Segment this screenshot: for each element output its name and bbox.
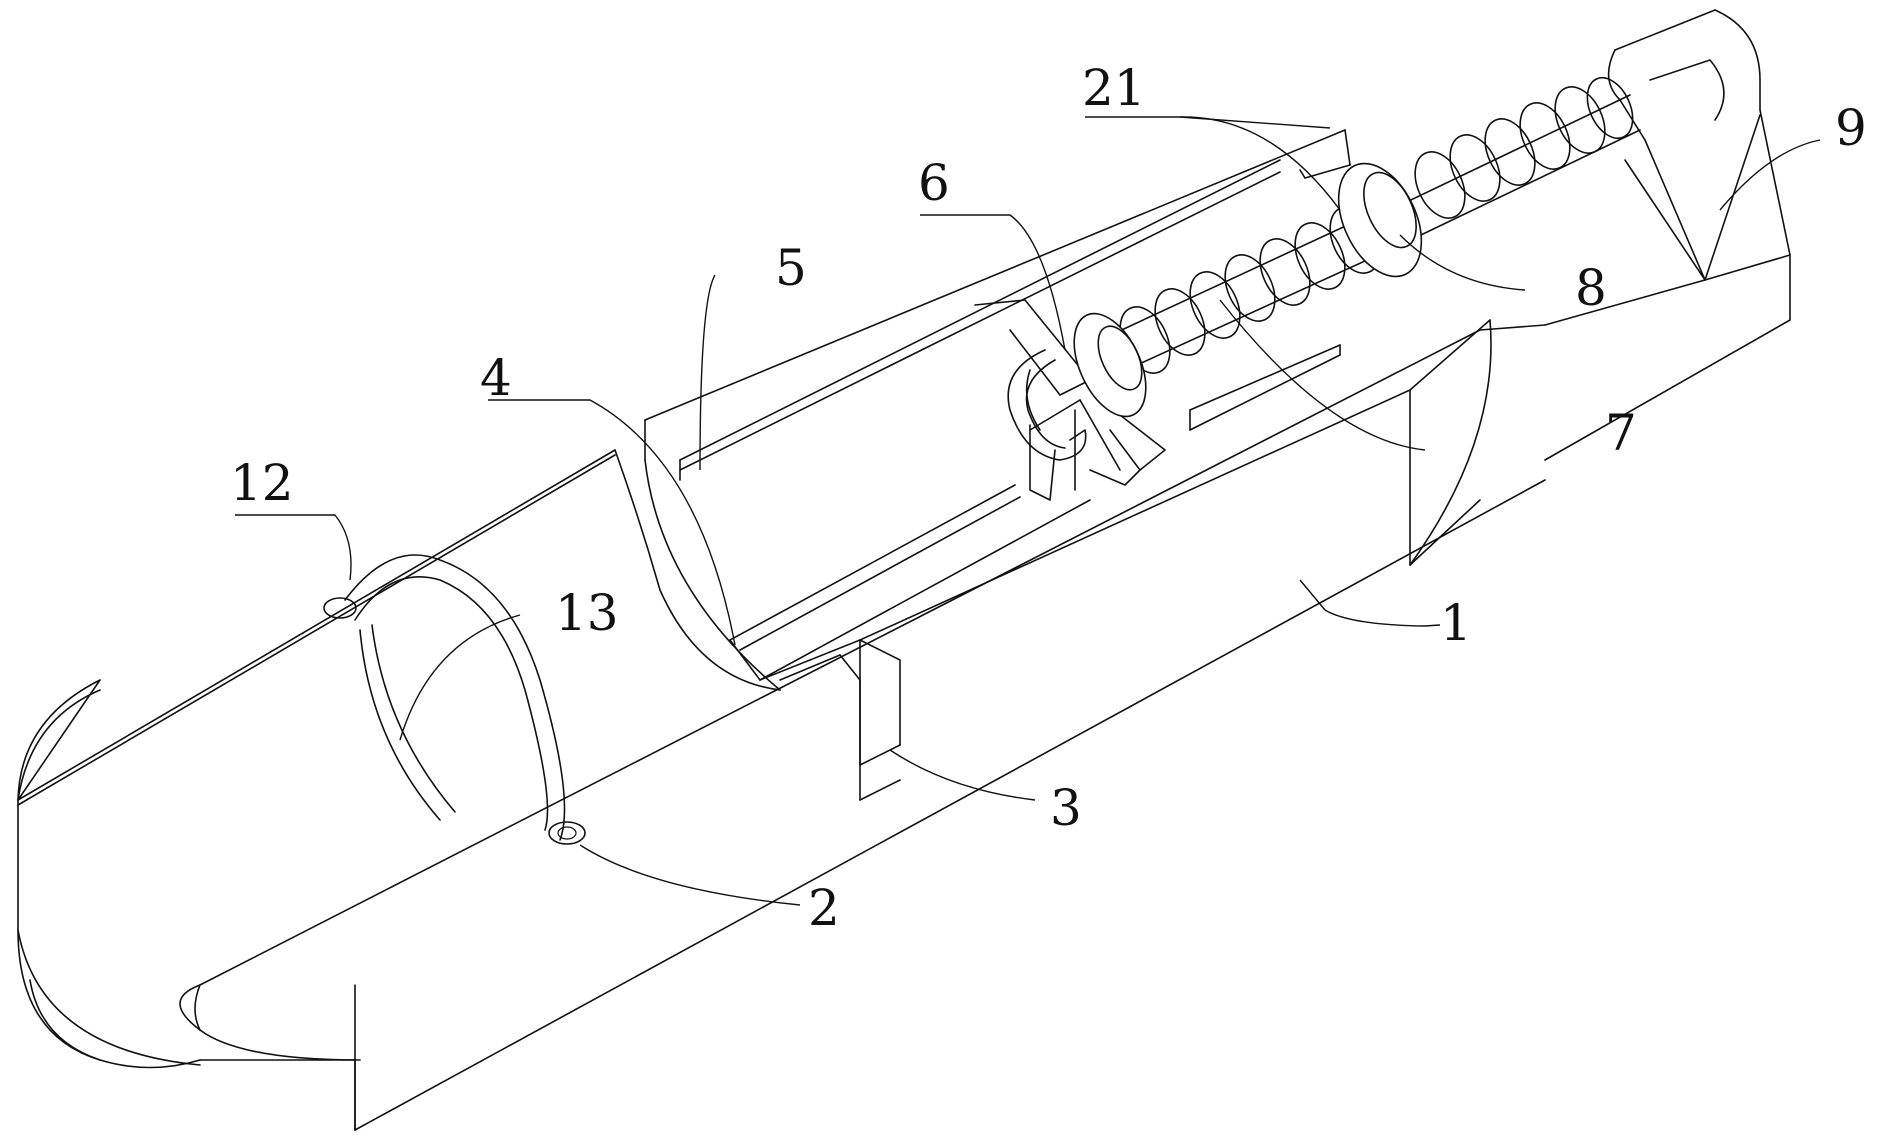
label-6: 6 <box>918 154 950 212</box>
leader-9 <box>1719 139 1821 211</box>
label-4: 4 <box>480 349 512 407</box>
leader-12 <box>235 514 352 581</box>
leader-6 <box>920 214 1066 351</box>
leader-5 <box>699 274 716 471</box>
label-3: 3 <box>1050 779 1082 837</box>
label-9: 9 <box>1835 99 1867 157</box>
ring-clamp <box>323 554 586 845</box>
end-bracket <box>1479 9 1791 461</box>
leader-8 <box>1399 234 1526 291</box>
label-2: 2 <box>808 879 840 937</box>
housing-body <box>17 319 1546 1131</box>
clamp-hook <box>1007 349 1087 461</box>
leader-2 <box>579 844 801 906</box>
label-21: 21 <box>1082 59 1146 117</box>
leader-21 <box>1085 116 1341 211</box>
reference-numerals: 1 2 3 4 5 6 7 8 9 12 13 21 <box>230 59 1867 937</box>
leader-4 <box>488 399 736 646</box>
label-5: 5 <box>775 239 807 297</box>
leader-13 <box>399 614 521 741</box>
label-8: 8 <box>1575 259 1607 317</box>
label-7: 7 <box>1605 404 1637 462</box>
leader-lines <box>235 116 1821 906</box>
leader-1b <box>1299 579 1326 611</box>
leader-7 <box>1219 299 1426 451</box>
leader-3 <box>889 749 1036 801</box>
leader-1 <box>1324 609 1441 627</box>
label-13: 13 <box>555 584 619 642</box>
lead-screw <box>1073 76 1641 418</box>
cradle <box>614 129 1351 801</box>
label-12: 12 <box>230 454 294 512</box>
leader-21b <box>1179 116 1331 129</box>
label-1: 1 <box>1440 594 1472 652</box>
